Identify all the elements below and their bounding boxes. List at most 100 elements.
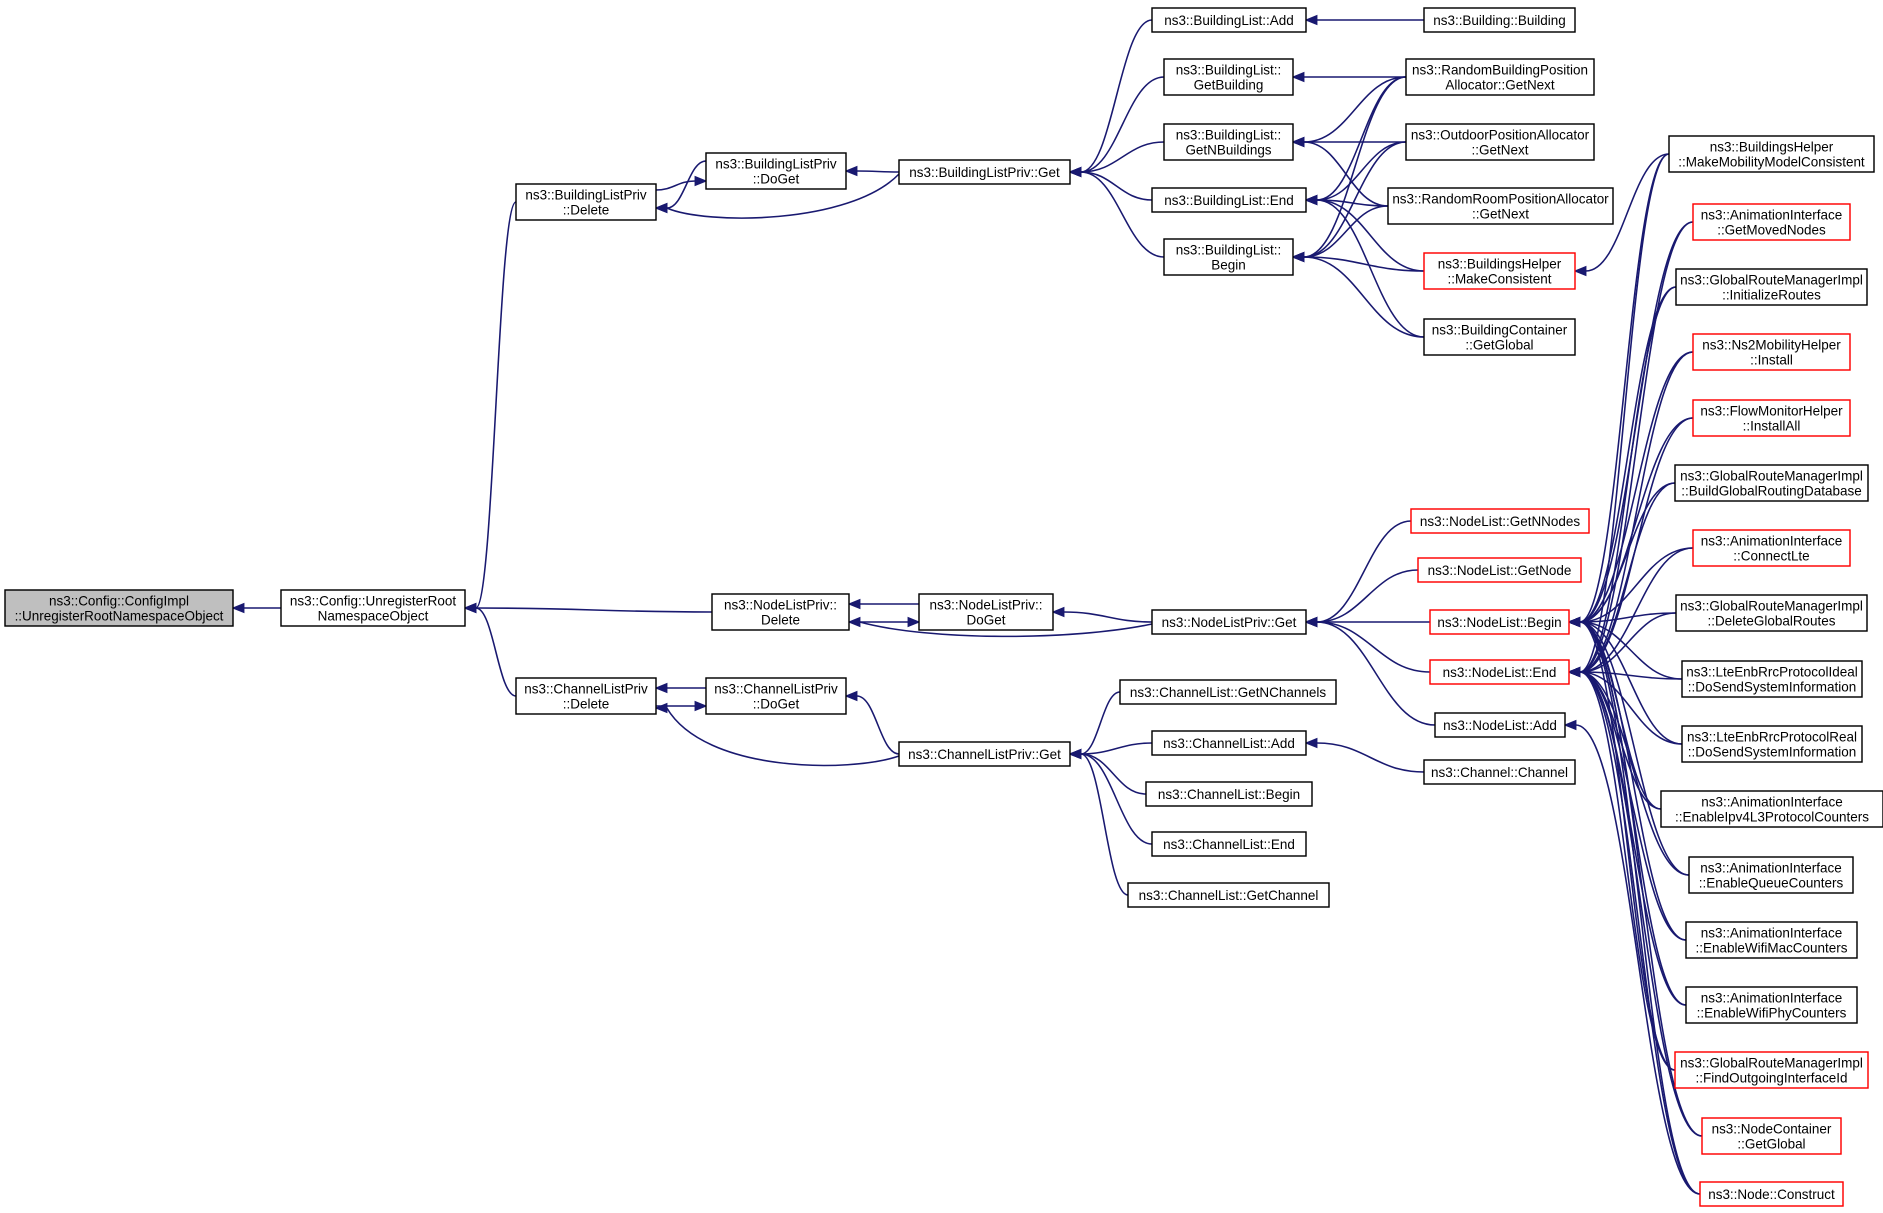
call-edge-rbpa-to-blBegin (1291, 76, 1407, 263)
function-node-blEnd[interactable]: ns3::BuildingList::End (1151, 187, 1307, 213)
call-edge-lteReal-to-nlBegin (1567, 616, 1683, 745)
function-node-ns2Install[interactable]: ns3::Ns2MobilityHelper::Install (1692, 333, 1851, 371)
node-label-line: ::GetNext (1472, 142, 1529, 157)
function-node-lteReal[interactable]: ns3::LteEnbRrcProtocolReal::DoSendSystem… (1681, 725, 1863, 763)
function-node-grmDelete[interactable]: ns3::GlobalRouteManagerImpl::DeleteGloba… (1675, 594, 1868, 632)
node-box (1675, 268, 1868, 306)
function-node-fmInstall[interactable]: ns3::FlowMonitorHelper::InstallAll (1692, 399, 1851, 437)
node-box (1163, 123, 1294, 161)
node-label-line: ns3::NodeList::GetNode (1428, 563, 1572, 578)
function-node-bhMobility[interactable]: ns3::BuildingsHelper::MakeMobilityModelC… (1668, 135, 1875, 173)
function-node-grmFind[interactable]: ns3::GlobalRouteManagerImpl::FindOutgoin… (1674, 1051, 1869, 1089)
function-node-aiMoved[interactable]: ns3::AnimationInterface::GetMovedNodes (1692, 203, 1851, 241)
node-box (1701, 1117, 1842, 1155)
call-edge-clpGet-to-clpDelete (654, 702, 900, 767)
function-node-blpGet[interactable]: ns3::BuildingListPriv::Get (898, 159, 1071, 185)
function-node-blGetN[interactable]: ns3::BuildingList::GetNBuildings (1163, 123, 1294, 161)
function-node-ncGlobal[interactable]: ns3::NodeContainer::GetGlobal (1701, 1117, 1842, 1155)
function-node-clpDelete[interactable]: ns3::ChannelListPriv::Delete (515, 677, 657, 715)
function-node-clGetN[interactable]: ns3::ChannelList::GetNChannels (1119, 679, 1337, 705)
node-box (705, 152, 847, 190)
node-label-line: ns3::BuildingContainer (1432, 322, 1568, 337)
node-label-line: ::DoSendSystemInformation (1688, 744, 1856, 759)
function-node-bcGlobal[interactable]: ns3::BuildingContainer::GetGlobal (1423, 318, 1576, 356)
function-node-rrpa[interactable]: ns3::RandomRoomPositionAllocator::GetNex… (1387, 187, 1614, 225)
function-node-opa[interactable]: ns3::OutdoorPositionAllocator::GetNext (1405, 123, 1595, 161)
function-node-bhMake[interactable]: ns3::BuildingsHelper::MakeConsistent (1423, 252, 1576, 290)
arrowhead (694, 175, 708, 187)
node-label-line: ::BuildGlobalRoutingDatabase (1681, 483, 1861, 498)
function-node-nlGetN[interactable]: ns3::NodeList::GetNNodes (1410, 508, 1590, 534)
arrowhead (844, 165, 858, 177)
function-node-lteIdeal[interactable]: ns3::LteEnbRrcProtocolIdeal::DoSendSyste… (1681, 660, 1863, 698)
node-box (898, 741, 1071, 767)
call-edge-unreg-to-root (231, 602, 282, 614)
node-label-line: ::MakeMobilityModelConsistent (1678, 154, 1865, 169)
node-label-line: ns3::BuildingList::End (1164, 193, 1294, 208)
function-node-nlBegin[interactable]: ns3::NodeList::Begin (1429, 609, 1570, 635)
arrowhead (847, 598, 861, 610)
function-node-blGetBuilding[interactable]: ns3::BuildingList::GetBuilding (1163, 58, 1294, 96)
function-node-aiWifiMac[interactable]: ns3::AnimationInterface::EnableWifiMacCo… (1685, 921, 1858, 959)
function-node-building[interactable]: ns3::Building::Building (1423, 7, 1576, 33)
node-box (515, 677, 657, 715)
function-node-root[interactable]: ns3::Config::ConfigImpl::UnregisterRootN… (4, 589, 234, 627)
function-node-blAdd[interactable]: ns3::BuildingList::Add (1151, 7, 1307, 33)
node-box (1151, 730, 1307, 756)
function-node-aiIpv4[interactable]: ns3::AnimationInterface::EnableIpv4L3Pro… (1660, 790, 1883, 828)
function-node-clBegin[interactable]: ns3::ChannelList::Begin (1145, 781, 1313, 807)
function-node-clEnd[interactable]: ns3::ChannelList::End (1151, 831, 1307, 857)
call-edge-nodeConstruct-to-nlEnd (1567, 666, 1701, 1195)
function-node-nlpDelete[interactable]: ns3::NodeListPriv::Delete (711, 593, 850, 631)
node-label-line: ns3::BuildingList:: (1176, 62, 1282, 77)
function-node-grmInit[interactable]: ns3::GlobalRouteManagerImpl::InitializeR… (1675, 268, 1868, 306)
function-node-grmBuild[interactable]: ns3::GlobalRouteManagerImpl::BuildGlobal… (1674, 464, 1869, 502)
function-node-clpGet[interactable]: ns3::ChannelListPriv::Get (898, 741, 1071, 767)
node-box (1692, 399, 1851, 437)
function-node-blpDelete[interactable]: ns3::BuildingListPriv::Delete (515, 183, 657, 221)
function-node-aiQueue[interactable]: ns3::AnimationInterface::EnableQueueCoun… (1688, 856, 1854, 894)
node-box (1675, 594, 1868, 632)
call-edge-blAdd-to-blpGet (1068, 19, 1153, 178)
function-node-blBegin[interactable]: ns3::BuildingList::Begin (1163, 238, 1294, 276)
call-edge-rbpa-to-blEnd (1304, 76, 1407, 206)
function-node-unreg[interactable]: ns3::Config::UnregisterRootNamespaceObje… (280, 589, 466, 627)
node-label-line: ns3::NodeList::GetNNodes (1420, 514, 1580, 529)
node-label-line: ns3::Ns2MobilityHelper (1702, 337, 1841, 352)
function-node-channel[interactable]: ns3::Channel::Channel (1423, 759, 1576, 785)
node-box (1674, 464, 1869, 502)
node-label-line: GetBuilding (1194, 77, 1264, 92)
node-label-line: ns3::AnimationInterface (1701, 794, 1843, 809)
arrowhead (463, 602, 477, 614)
node-label-line: ns3::ChannelListPriv (714, 681, 838, 696)
node-box (1423, 252, 1576, 290)
function-node-rbpa[interactable]: ns3::RandomBuildingPositionAllocator::Ge… (1405, 58, 1595, 96)
function-node-nlAdd[interactable]: ns3::NodeList::Add (1434, 712, 1566, 738)
call-edge-bhMobility-to-bhMake (1573, 153, 1670, 277)
call-edge-nlGetN-to-nlpGet (1304, 520, 1412, 628)
node-box (280, 589, 466, 627)
node-label-line: ns3::Building::Building (1433, 13, 1566, 28)
call-edge-rbpa-to-blGetBuilding (1291, 71, 1406, 83)
function-node-nlpDoGet[interactable]: ns3::NodeListPriv::DoGet (918, 593, 1054, 631)
function-node-clGetChannel[interactable]: ns3::ChannelList::GetChannel (1127, 882, 1330, 908)
node-box (1681, 660, 1863, 698)
function-node-aiWifiPhy[interactable]: ns3::AnimationInterface::EnableWifiPhyCo… (1685, 986, 1858, 1024)
node-label-line: ns3::AnimationInterface (1701, 925, 1843, 940)
node-label-line: ns3::ChannelList::End (1163, 837, 1295, 852)
function-node-clpDoGet[interactable]: ns3::ChannelListPriv::DoGet (705, 677, 847, 715)
function-node-aiLte[interactable]: ns3::AnimationInterface::ConnectLte (1692, 529, 1851, 567)
node-label-line: ns3::BuildingList::Add (1164, 13, 1294, 28)
function-node-nlEnd[interactable]: ns3::NodeList::End (1429, 659, 1570, 685)
call-edge-rbpa-to-blGetN (1291, 76, 1406, 148)
node-label-line: ns3::BuildingListPriv::Get (909, 165, 1060, 180)
node-label-line: ns3::OutdoorPositionAllocator (1411, 127, 1590, 142)
function-node-nlGetNode[interactable]: ns3::NodeList::GetNode (1417, 557, 1582, 583)
node-box (1429, 659, 1570, 685)
function-node-blpDoGet[interactable]: ns3::BuildingListPriv::DoGet (705, 152, 847, 190)
function-node-clAdd[interactable]: ns3::ChannelList::Add (1151, 730, 1307, 756)
function-node-nlpGet[interactable]: ns3::NodeListPriv::Get (1151, 609, 1307, 635)
call-edge-channel-to-clAdd (1304, 737, 1424, 773)
node-box (4, 589, 234, 627)
function-node-nodeConstruct[interactable]: ns3::Node::Construct (1699, 1181, 1844, 1207)
